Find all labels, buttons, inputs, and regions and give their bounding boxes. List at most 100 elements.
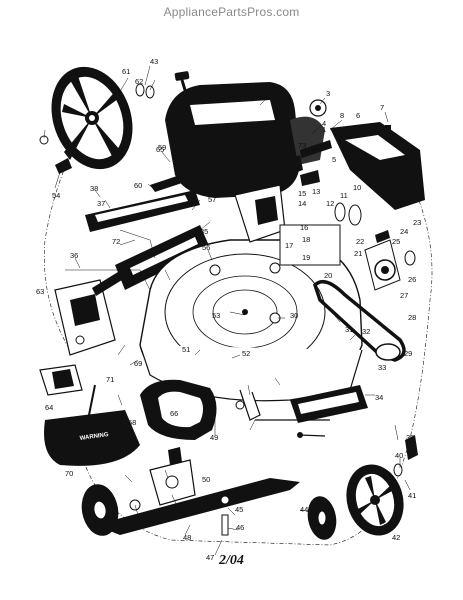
callout-15: 15 (298, 189, 306, 198)
callout-29: 29 (404, 349, 412, 358)
callout-labels: 1 2 3 4 5 6 7 8 9 10 11 12 13 14 15 16 1… (36, 57, 421, 562)
callout-54: 54 (52, 191, 60, 200)
callout-52: 52 (242, 349, 250, 358)
rear-wheel-left (51, 66, 133, 170)
callout-20: 20 (324, 271, 332, 280)
drive-belt (312, 279, 406, 362)
callout-41: 41 (408, 491, 416, 500)
callout-56: 56 (202, 243, 210, 252)
callout-40: 40 (395, 451, 403, 460)
callout-24: 24 (400, 227, 408, 236)
callout-23: 23 (413, 218, 421, 227)
callout-35: 35 (200, 227, 208, 236)
callout-30: 30 (290, 311, 298, 320)
height-adjuster-rod (65, 229, 156, 291)
rear-flap (115, 225, 210, 290)
callout-45: 45 (235, 505, 243, 514)
mower-deck (139, 239, 363, 421)
left-height-adjuster (54, 272, 122, 356)
front-wheel-left (81, 484, 141, 536)
callout-36: 36 (70, 251, 78, 260)
callout-22: 22 (356, 237, 364, 246)
callout-62: 62 (135, 77, 143, 86)
callout-5: 5 (332, 155, 336, 164)
callout-6: 6 (356, 111, 360, 120)
revision-date: 2/04 (219, 553, 244, 568)
callout-60: 60 (134, 181, 142, 190)
callout-14: 14 (298, 199, 306, 208)
transmission-assembly (234, 140, 416, 291)
callout-58: 58 (188, 199, 196, 208)
fasteners (62, 379, 330, 438)
rear-door (140, 379, 217, 440)
callout-59: 59 (158, 143, 166, 152)
callout-34: 34 (375, 393, 383, 402)
callout-42: 42 (392, 533, 400, 542)
callout-1: 1 (322, 125, 326, 134)
front-axle-bracket (149, 447, 196, 506)
callout-72: 72 (112, 237, 120, 246)
callout-38: 38 (90, 184, 98, 193)
callout-46: 46 (236, 523, 244, 532)
callout-51: 51 (182, 345, 190, 354)
callout-33: 33 (378, 363, 386, 372)
leader-lines (43, 65, 411, 556)
callout-8: 8 (340, 111, 344, 120)
callout-49: 49 (210, 433, 218, 442)
callout-63: 63 (36, 287, 44, 296)
callout-28: 28 (408, 313, 416, 322)
callout-44: 44 (300, 505, 308, 514)
callout-9: 9 (367, 179, 371, 188)
callout-61: 61 (122, 67, 130, 76)
warning-label: WARNING (79, 432, 109, 442)
engine (165, 71, 327, 198)
front-skirt: WARNING (44, 410, 140, 466)
callout-71: 71 (106, 375, 114, 384)
callout-69: 69 (134, 359, 142, 368)
callout-73: 73 (298, 141, 306, 150)
front-height-adjuster (39, 364, 83, 396)
callout-66: 66 (170, 409, 178, 418)
callout-4: 4 (322, 119, 326, 128)
callout-17: 17 (285, 241, 293, 250)
watermark: AppliancePartsPros.com (163, 5, 300, 19)
callout-21: 21 (354, 249, 362, 258)
callout-68: 68 (128, 418, 136, 427)
callout-7: 7 (380, 103, 384, 112)
callout-2: 2 (272, 85, 276, 94)
callout-26: 26 (408, 275, 416, 284)
callout-37: 37 (97, 199, 105, 208)
callout-65: 65 (156, 145, 164, 154)
callout-31: 31 (345, 325, 353, 334)
callout-47: 47 (206, 553, 214, 562)
callout-53: 53 (212, 311, 220, 320)
side-deflector (330, 122, 425, 210)
rear-baffle (85, 172, 208, 232)
callout-39: 39 (406, 433, 414, 442)
callout-32: 32 (362, 327, 370, 336)
callout-25: 25 (392, 237, 400, 246)
callout-18: 18 (302, 235, 310, 244)
callout-57: 57 (208, 195, 216, 204)
callout-16: 16 (300, 223, 308, 232)
wheel-hardware-top (39, 83, 155, 174)
rear-baffle-bar (290, 385, 368, 423)
callout-3: 3 (326, 89, 330, 98)
callout-27: 27 (400, 291, 408, 300)
callout-64: 64 (45, 403, 53, 412)
callout-19: 19 (302, 253, 310, 262)
callout-12: 12 (326, 199, 334, 208)
callout-11: 11 (340, 191, 348, 200)
callout-74: 74 (182, 165, 190, 174)
callout-13: 13 (312, 187, 320, 196)
callout-48: 48 (183, 533, 191, 542)
callout-43: 43 (150, 57, 158, 66)
callout-50: 50 (202, 475, 210, 484)
callout-10: 10 (353, 183, 361, 192)
callout-70: 70 (65, 469, 73, 478)
mower-blade (95, 478, 300, 536)
rear-wheel-right (346, 435, 418, 536)
front-wheel-right (307, 496, 337, 540)
